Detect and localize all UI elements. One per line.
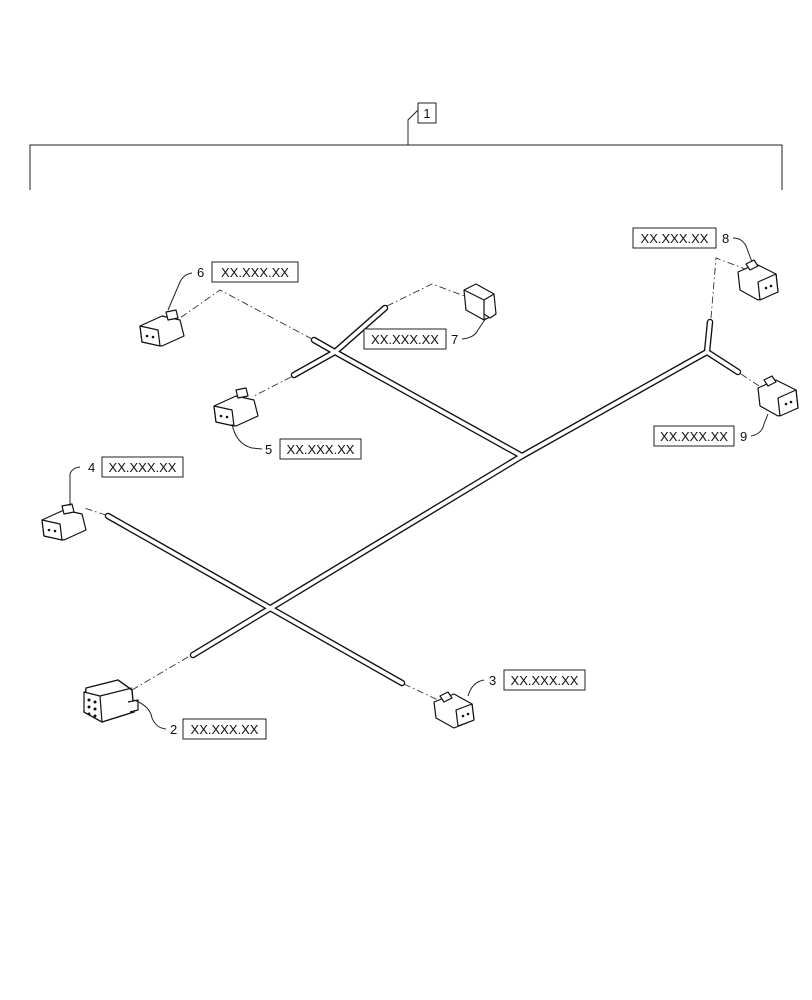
connector-5-icon xyxy=(213,387,259,427)
callout-6-number: 6 xyxy=(197,265,204,280)
harness-wires xyxy=(104,304,742,687)
callout-item-5: 5 XX.XXX.XX xyxy=(231,423,362,460)
callout-item-4: 4 XX.XXX.XX xyxy=(69,456,184,506)
callout-item-3: 3 XX.XXX.XX xyxy=(467,669,586,697)
callout-5-number: 5 xyxy=(265,442,272,457)
callout-5-ref: XX.XXX.XX xyxy=(287,442,355,457)
callout-3-number: 3 xyxy=(489,673,496,688)
callout-9-number: 9 xyxy=(740,429,747,444)
callout-3-ref: XX.XXX.XX xyxy=(511,673,579,688)
connection-lines xyxy=(83,257,763,701)
connector-9-icon xyxy=(757,375,799,417)
callout-7-ref: XX.XXX.XX xyxy=(371,332,439,347)
callout-item-8: XX.XXX.XX 8 xyxy=(632,227,753,263)
connector-3-icon xyxy=(433,691,475,729)
callout-9-ref: XX.XXX.XX xyxy=(660,429,728,444)
callout-4-number: 4 xyxy=(88,460,95,475)
connector-6-icon xyxy=(139,309,185,347)
callout-8-ref: XX.XXX.XX xyxy=(641,231,709,246)
connector-7-icon xyxy=(463,283,497,321)
callout-item-7: XX.XXX.XX 7 xyxy=(363,317,487,350)
connector-8-icon xyxy=(737,259,779,301)
callout-7-number: 7 xyxy=(451,332,458,347)
assembly-item-number: 1 xyxy=(423,106,430,121)
callout-item-6: 6 XX.XXX.XX xyxy=(167,261,299,311)
callout-4-ref: XX.XXX.XX xyxy=(109,460,177,475)
assembly-bracket: 1 xyxy=(29,102,783,190)
connector-4-icon xyxy=(41,503,87,541)
callout-item-9: XX.XXX.XX 9 xyxy=(653,413,769,447)
callout-2-ref: XX.XXX.XX xyxy=(191,722,259,737)
callout-item-2: 2 XX.XXX.XX xyxy=(133,699,267,740)
callout-6-ref: XX.XXX.XX xyxy=(221,265,289,280)
callout-2-number: 2 xyxy=(170,722,177,737)
connector-2-icon xyxy=(83,679,139,723)
callout-8-number: 8 xyxy=(722,231,729,246)
